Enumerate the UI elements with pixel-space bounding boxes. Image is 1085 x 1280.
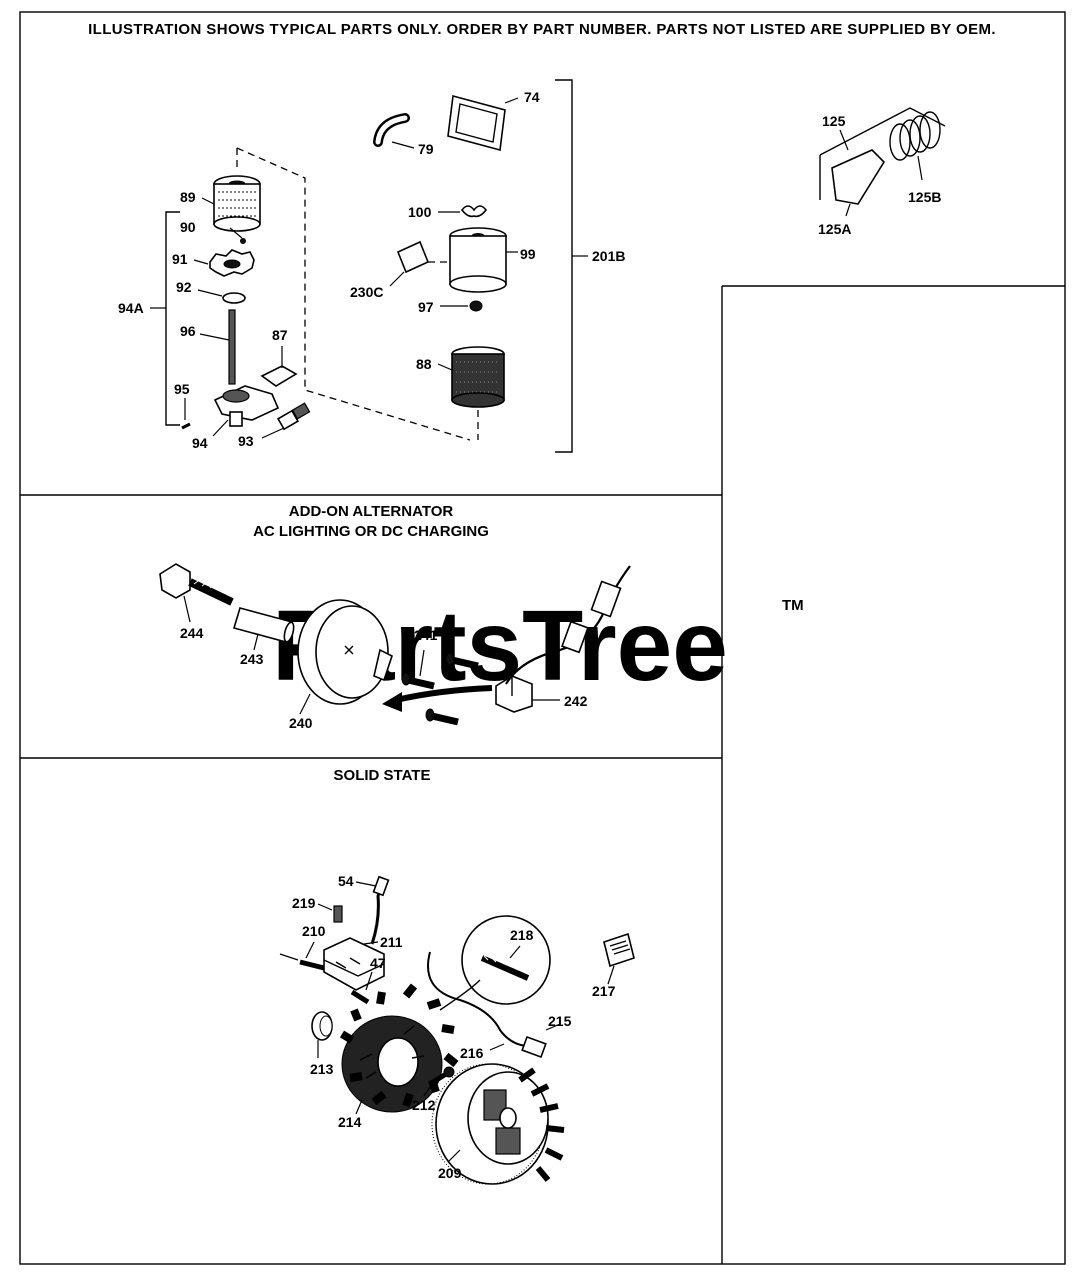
label-211: 211 — [380, 934, 403, 950]
flywheel-209 — [431, 1063, 565, 1185]
label-243: 243 — [240, 651, 264, 667]
label-214: 214 — [338, 1114, 362, 1130]
clip-219 — [333, 905, 343, 923]
label-99: 99 — [520, 246, 536, 262]
label-94A: 94A — [118, 300, 144, 316]
pre-cleaner-88 — [451, 346, 505, 408]
label-125: 125 — [822, 113, 846, 129]
label-54: 54 — [338, 873, 354, 889]
wing-nut-100 — [460, 205, 488, 218]
stud-96 — [228, 309, 236, 385]
screw-47 — [350, 989, 370, 1005]
spacer-243 — [232, 607, 295, 643]
cover-99 — [449, 227, 507, 293]
label-125A: 125A — [818, 221, 851, 237]
module-242 — [495, 565, 631, 713]
part-90 — [240, 238, 246, 244]
label-74: 74 — [524, 89, 540, 105]
alternator-title-line1: ADD-ON ALTERNATOR — [289, 503, 454, 520]
label-241: 241 — [414, 627, 438, 643]
watermark-trademark: TM — [782, 597, 804, 614]
label-96: 96 — [180, 323, 196, 339]
alternator-group: 244 243 241 240 242 — [159, 563, 631, 731]
wire-54 — [370, 883, 384, 945]
label-218: 218 — [510, 927, 534, 943]
screw-210 — [299, 959, 325, 971]
label-95: 95 — [174, 381, 190, 397]
air-cleaner-group: 74 79 89 90 91 92 94A 96 87 95 94 93 100… — [118, 79, 625, 453]
label-240: 240 — [289, 715, 313, 731]
label-216: 216 — [460, 1045, 484, 1061]
spring-125B — [889, 111, 941, 161]
module-211 — [323, 937, 385, 991]
decal-217 — [603, 932, 635, 968]
harness-wire — [427, 951, 527, 1047]
solid-state-title: SOLID STATE — [334, 767, 431, 784]
header-notice: ILLUSTRATION SHOWS TYPICAL PARTS ONLY. O… — [88, 21, 996, 38]
label-92: 92 — [176, 279, 192, 295]
label-88: 88 — [416, 356, 432, 372]
label-209: 209 — [438, 1165, 462, 1181]
label-97: 97 — [418, 299, 434, 315]
label-212: 212 — [412, 1097, 436, 1113]
gasket-74 — [447, 94, 506, 152]
screws-241 — [401, 652, 479, 726]
alternator-title-line2: AC LIGHTING OR DC CHARGING — [253, 523, 489, 540]
bolt-244 — [159, 563, 234, 606]
label-242: 242 — [564, 693, 588, 709]
label-47: 47 — [370, 955, 386, 971]
label-79: 79 — [418, 141, 434, 157]
o-ring-92 — [222, 292, 246, 304]
label-219: 219 — [292, 895, 316, 911]
gasket-87 — [260, 365, 298, 387]
base-94 — [213, 385, 280, 427]
connector-215 — [521, 1035, 547, 1059]
label-87: 87 — [272, 327, 288, 343]
gasket-125A — [831, 149, 886, 205]
solid-state-group: 54 219 210 211 47 218 217 215 216 213 21… — [279, 873, 635, 1185]
label-230C: 230C — [350, 284, 383, 300]
bushing-213 — [311, 1011, 333, 1041]
label-217: 217 — [592, 983, 616, 999]
kit-125-group: 125 125A 125B — [818, 107, 946, 237]
label-213: 213 — [310, 1061, 334, 1077]
nut-97 — [469, 300, 483, 312]
fitting-93 — [276, 402, 311, 431]
label-125B: 125B — [908, 189, 941, 205]
label-215: 215 — [548, 1013, 572, 1029]
direction-arrow — [395, 685, 493, 703]
label-89: 89 — [180, 189, 196, 205]
detail-circle-218 — [461, 915, 551, 1005]
label-244: 244 — [180, 625, 204, 641]
stator-214 — [339, 983, 459, 1113]
label-91: 91 — [172, 251, 188, 267]
label-93: 93 — [238, 433, 254, 449]
screw-212 — [428, 1071, 448, 1087]
label-201B: 201B — [592, 248, 625, 264]
flywheel-240 — [297, 599, 393, 705]
screw-95 — [181, 422, 191, 430]
diagram-frame — [19, 11, 1066, 1265]
decal-230C — [396, 240, 430, 274]
label-100: 100 — [408, 204, 432, 220]
label-90: 90 — [180, 219, 196, 235]
filter-element-89 — [213, 175, 261, 232]
label-210: 210 — [302, 923, 326, 939]
label-94: 94 — [192, 435, 208, 451]
